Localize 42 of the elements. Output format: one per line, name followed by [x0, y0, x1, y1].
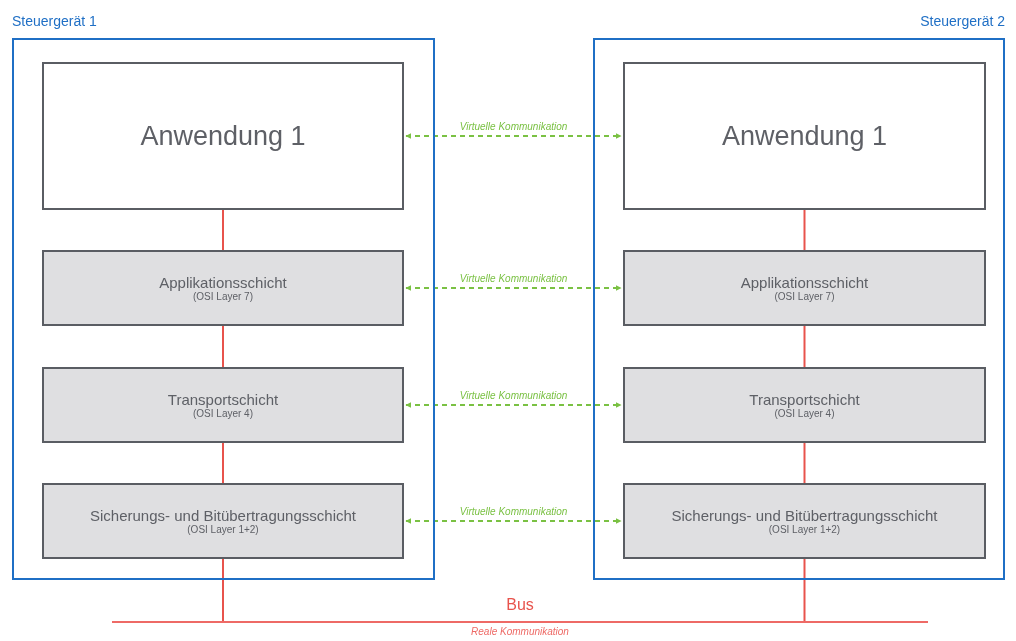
layer-name: Applikationsschicht — [159, 274, 287, 291]
double-arrow — [405, 133, 622, 139]
layer-box — [623, 483, 986, 559]
edge-label: Virtuelle Kommunikation — [457, 273, 570, 285]
application-box — [623, 62, 986, 210]
connector-line — [222, 325, 224, 368]
layer-name: Transportschicht — [749, 391, 860, 408]
layer-name: Anwendung 1 — [140, 120, 306, 152]
edge-label: Virtuelle Kommunikation — [457, 506, 570, 518]
layer-box — [623, 367, 986, 443]
layer-name: Transportschicht — [167, 391, 279, 408]
layer-subtitle: (OSI Layer 4) — [193, 408, 253, 419]
layer-name: Anwendung 1 — [721, 120, 888, 152]
edge-label: Virtuelle Kommunikation — [457, 121, 570, 133]
layer-box — [42, 483, 404, 559]
layer-name: Sicherungs- und Bitübertragungsschicht — [90, 507, 356, 524]
layer-subtitle: (OSI Layer 1+2) — [187, 524, 259, 535]
bus-label: Bus — [506, 596, 534, 614]
layer-box — [42, 250, 404, 326]
connector-line — [803, 325, 806, 368]
layer-box — [623, 250, 986, 326]
layer-name: Sicherungs- und Bitübertragungsschicht — [671, 507, 938, 524]
layer-box — [42, 367, 404, 443]
connector-line — [222, 442, 224, 484]
double-arrow — [405, 285, 622, 291]
connector-line — [803, 209, 806, 251]
application-box — [42, 62, 404, 210]
device-label: Steuergerät 1 — [12, 13, 97, 29]
edge-label: Virtuelle Kommunikation — [457, 390, 570, 402]
connector-line — [222, 558, 224, 622]
layer-subtitle: (OSI Layer 7) — [193, 291, 253, 302]
bus-caption: Reale Kommunikation — [471, 626, 569, 637]
layer-subtitle: (OSI Layer 4) — [774, 408, 835, 419]
double-arrow — [405, 518, 622, 524]
layer-subtitle: (OSI Layer 1+2) — [768, 524, 841, 535]
double-arrow — [405, 402, 622, 408]
device-label: Steuergerät 2 — [920, 13, 1005, 29]
connector-line — [803, 442, 806, 484]
layer-name: Applikationsschicht — [740, 274, 869, 291]
connector-line — [222, 209, 224, 251]
connector-line — [803, 558, 806, 622]
layer-subtitle: (OSI Layer 7) — [774, 291, 835, 302]
